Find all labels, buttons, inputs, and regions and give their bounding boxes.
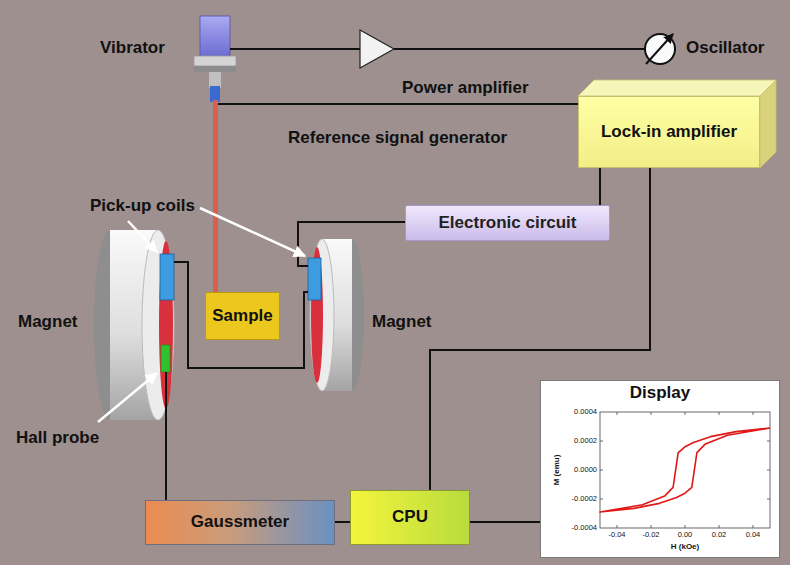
- vibrator-shaft: [209, 72, 221, 88]
- leader-arrow: [200, 208, 305, 256]
- magnet-pole-face: [142, 230, 174, 420]
- signal-connector: [470, 521, 540, 523]
- axis-tick-label: 0.0004: [574, 408, 597, 417]
- probe-wire: [165, 372, 167, 500]
- axis-ticks: [600, 412, 770, 528]
- axis-tick-label: -0.02: [642, 531, 659, 540]
- node-label: Sample: [212, 306, 272, 326]
- display-screen: [540, 380, 780, 558]
- node-label: Lock-in amplifier: [601, 122, 737, 142]
- part-label: Vibrator: [100, 38, 165, 58]
- axis-tick-label: 0.04: [746, 531, 761, 540]
- part-label: Pick-up coils: [90, 196, 195, 216]
- axis-tick-label: 0.02: [712, 531, 727, 540]
- axis-title: M (emu): [552, 455, 561, 486]
- hall-probe: [161, 345, 170, 372]
- axis-tick-label: 0.00: [678, 531, 693, 540]
- part-label: Power amplifier: [402, 78, 529, 98]
- axis-tick-label: 0.0002: [574, 437, 597, 446]
- axis-tick-label: 0.0000: [574, 466, 597, 475]
- power-amplifier-symbol: [360, 30, 394, 68]
- vibrator-mount: [194, 56, 236, 66]
- vibrator-coupler: [210, 86, 220, 102]
- electronic-circuit-box: Electronic circuit: [405, 205, 610, 241]
- drive-wire: [394, 48, 645, 50]
- lock-in-amplifier-box: Lock-in amplifier: [578, 96, 760, 168]
- coil-wire: [174, 262, 308, 368]
- gaussmeter-box: Gaussmeter: [145, 500, 335, 545]
- vibrator-mount-base: [194, 66, 236, 72]
- sample-rod: [213, 100, 218, 292]
- axis-tick-label: -0.0004: [572, 524, 597, 533]
- reference-wire: [218, 103, 578, 105]
- part-label: Magnet: [372, 312, 432, 332]
- lock-in-top-face: [578, 80, 776, 96]
- drive-wire: [230, 48, 360, 50]
- pickup-coil: [160, 254, 174, 300]
- node-label: Display: [630, 383, 690, 403]
- leader-arrow: [128, 221, 157, 252]
- sample-block: Sample: [205, 292, 280, 340]
- pickup-coil: [308, 258, 321, 300]
- signal-connector: [599, 168, 601, 205]
- oscillator-symbol: [645, 34, 675, 64]
- plot-frame: [600, 412, 770, 528]
- node-label: Gaussmeter: [191, 512, 289, 532]
- axis-title: H (kOe): [671, 542, 699, 551]
- axis-tick-label: -0.0002: [572, 495, 597, 504]
- part-label: Hall probe: [16, 428, 99, 448]
- signal-connector: [335, 521, 350, 523]
- vibrator-body: [200, 16, 230, 58]
- part-label: Oscillator: [686, 38, 764, 58]
- coil-wire: [298, 222, 405, 266]
- hysteresis-loop: [600, 428, 770, 512]
- signal-label: Reference signal generator: [288, 128, 507, 148]
- axis-tick-label: -0.04: [608, 531, 625, 540]
- oscillator-adjust-arrow: [646, 34, 673, 64]
- part-label: Magnet: [18, 312, 78, 332]
- node-label: Electronic circuit: [439, 213, 577, 233]
- lock-in-side-face: [760, 80, 776, 168]
- leader-arrow: [98, 373, 157, 422]
- node-label: CPU: [392, 507, 428, 527]
- cpu-box: CPU: [350, 490, 470, 545]
